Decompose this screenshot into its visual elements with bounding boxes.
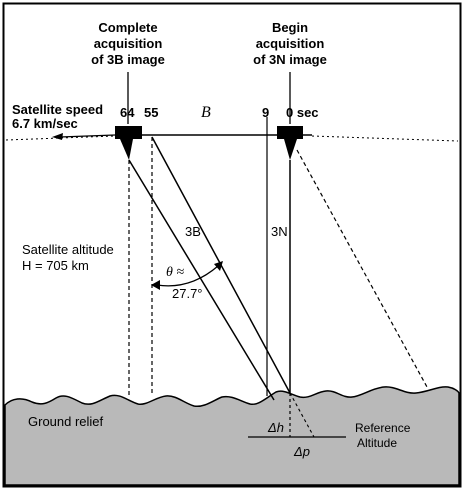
satellite-left-icon — [115, 126, 142, 160]
reference-altitude-label-line2: Altitude — [357, 436, 397, 450]
beam-3b-line-left — [128, 159, 275, 401]
baseline-label: B — [201, 104, 211, 121]
time-label-0: 0 sec — [286, 105, 319, 120]
time-label-9: 9 — [262, 105, 269, 120]
beam-3b-label: 3B — [185, 224, 201, 239]
complete-acq-label-line2: acquisition — [94, 36, 163, 51]
theta-arrow-right-icon — [214, 261, 223, 271]
time-label-64: 64 — [120, 105, 135, 120]
theta-label: θ ≈ — [166, 265, 184, 280]
delta-h-label: Δh — [267, 420, 284, 435]
satellite-speed-value: 6.7 km/sec — [12, 116, 78, 131]
beam-3n-label: 3N — [271, 224, 288, 239]
time-label-55: 55 — [144, 105, 158, 120]
theta-arrow-left-icon — [151, 280, 160, 290]
delta-p-label: Δp — [293, 444, 310, 459]
satellite-speed-label: Satellite speed — [12, 102, 103, 117]
begin-acq-label-line2: acquisition — [256, 36, 325, 51]
speed-arrowhead-icon — [52, 133, 63, 140]
ground-relief — [4, 386, 460, 486]
begin-acq-label-line1: Begin — [272, 20, 308, 35]
forward-dashed-beam — [296, 149, 428, 388]
complete-acq-label-line3: of 3B image — [91, 52, 165, 67]
ground-relief-label: Ground relief — [28, 414, 104, 429]
theta-value: 27.7° — [172, 286, 203, 301]
theta-arc — [156, 265, 219, 287]
satellite-altitude-label: Satellite altitude — [22, 242, 114, 257]
orbit-dashed-right — [311, 135, 459, 142]
satellite-right-icon — [277, 126, 303, 160]
complete-acq-label-line1: Complete — [98, 20, 157, 35]
beam-3b-extension — [289, 392, 315, 438]
begin-acq-label-line3: of 3N image — [253, 52, 327, 67]
orbit-dashed-left — [5, 135, 116, 141]
reference-altitude-label-line1: Reference — [355, 421, 411, 435]
satellite-altitude-value: H = 705 km — [22, 258, 89, 273]
speed-arrow-line — [59, 134, 116, 138]
